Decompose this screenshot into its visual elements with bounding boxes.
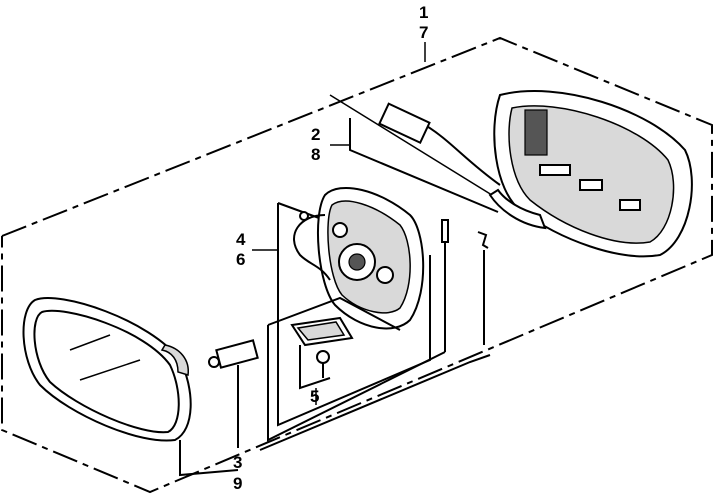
callout-5: 5 xyxy=(310,387,319,406)
clip-right xyxy=(477,231,489,345)
mirror-housing xyxy=(378,90,693,258)
cover-plate xyxy=(290,316,354,347)
mirror-actuator xyxy=(293,187,425,330)
lower-bracket xyxy=(259,354,491,451)
bracket-5-outer2 xyxy=(267,296,401,331)
callout-4: 4 xyxy=(236,230,246,249)
callout-3: 3 xyxy=(233,453,242,472)
callout-2: 2 xyxy=(311,125,320,144)
glass-bracket xyxy=(179,440,239,477)
housing-bracket xyxy=(329,94,501,213)
mirror-glass xyxy=(22,297,192,442)
bracket-5-outer xyxy=(267,325,446,442)
callout-9: 9 xyxy=(233,474,242,493)
pin-left xyxy=(441,219,449,352)
actuator-bracket xyxy=(277,255,431,427)
callout-1: 1 xyxy=(419,3,428,22)
callout-7: 7 xyxy=(419,23,428,42)
bracket-5 xyxy=(299,345,331,390)
assembly-outline xyxy=(1,36,713,494)
callout-6: 6 xyxy=(236,250,245,269)
screw xyxy=(316,350,330,378)
connector xyxy=(378,102,431,145)
callout-8: 8 xyxy=(311,145,320,164)
heater-clip xyxy=(208,339,259,369)
